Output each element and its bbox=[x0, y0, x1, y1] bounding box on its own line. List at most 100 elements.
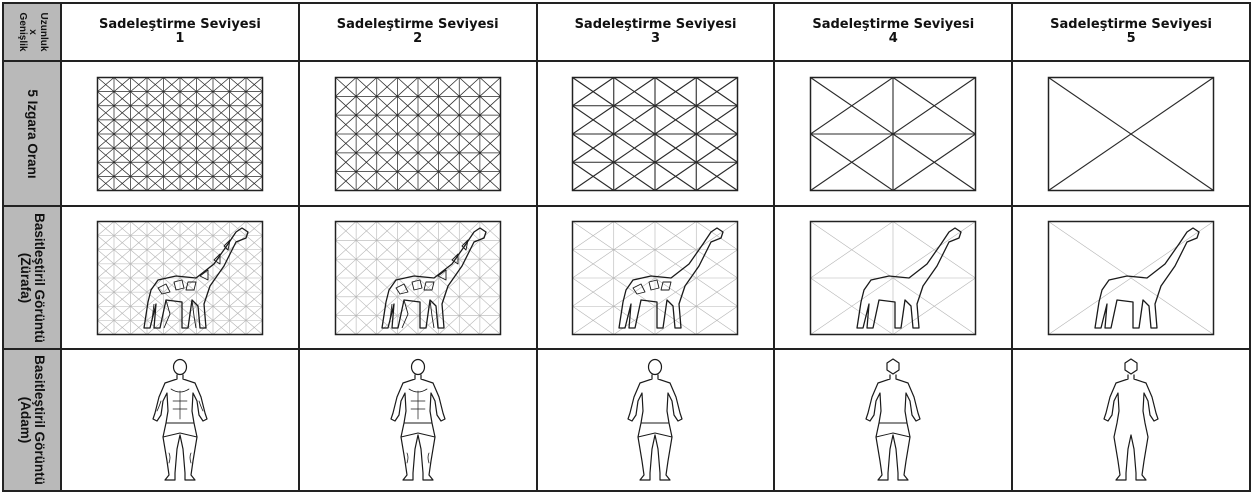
grid-diagonal-line bbox=[438, 277, 460, 297]
grid-diagonal-line bbox=[97, 263, 115, 278]
grid-frame bbox=[96, 220, 264, 335]
grid-diagonal-line bbox=[458, 152, 480, 172]
giraffe-spot bbox=[395, 283, 409, 294]
grid-diagonal-line bbox=[163, 263, 181, 278]
grid-diagonal-line bbox=[196, 133, 214, 148]
grid-diagonal-line bbox=[892, 76, 977, 134]
grid-diagonal-line bbox=[163, 305, 181, 321]
giraffe-row: Basitleştiril Görüntü(Zürafa) bbox=[2, 205, 1251, 350]
grid-diagonal-line bbox=[479, 114, 501, 134]
corner-label: Uzunluk x Genişlik bbox=[16, 12, 49, 52]
grid-diagonal-line bbox=[438, 170, 460, 191]
grid-diagonal-line bbox=[179, 249, 197, 264]
man-shorts bbox=[162, 432, 198, 438]
grid-diagonal-line bbox=[97, 147, 115, 163]
grid-diagonal-line bbox=[417, 114, 439, 134]
grid-diagonal-line bbox=[334, 296, 357, 316]
grid-diagonal-line bbox=[655, 133, 698, 163]
grid-diagonal-line bbox=[614, 249, 656, 278]
grid-diagonal-line bbox=[97, 90, 115, 106]
grid-diagonal-line bbox=[613, 76, 656, 106]
grid-diagonal-line bbox=[438, 95, 460, 115]
man-abs bbox=[172, 390, 188, 420]
grid-diagonal-line bbox=[696, 104, 739, 134]
grid-frame bbox=[1047, 220, 1215, 335]
man-figure-3 bbox=[627, 358, 684, 481]
grid-diagonal-line bbox=[229, 319, 247, 335]
grid-lines bbox=[334, 76, 501, 191]
grid-diagonal-line bbox=[179, 76, 197, 92]
grid-diagonal-line bbox=[113, 119, 131, 134]
man-body bbox=[865, 374, 921, 481]
grid-diagonal-line bbox=[572, 161, 615, 191]
level-number: 1 bbox=[175, 31, 185, 46]
man-figure bbox=[1103, 358, 1159, 481]
grid-diagonal-line bbox=[179, 119, 197, 134]
grid-diagonal-line bbox=[179, 90, 197, 106]
grid-diagonal-line bbox=[97, 220, 115, 236]
grid-diagonal-line bbox=[396, 76, 418, 97]
grid-diagonal-line bbox=[417, 152, 439, 172]
grid-diagonal-line bbox=[458, 95, 480, 115]
grid-diagonal-line bbox=[196, 220, 214, 236]
grid-diagonal-line bbox=[146, 220, 164, 236]
row-label-cell-grid: 5 Izgara Oranı bbox=[2, 60, 62, 207]
grid-diagonal-line bbox=[572, 76, 615, 106]
grid-diagonal-line bbox=[229, 277, 247, 292]
corner-label-line: Uzunluk bbox=[37, 12, 49, 52]
grid-diagonal-line bbox=[179, 263, 197, 278]
grid-diagonal-line bbox=[334, 76, 357, 97]
grid-diagonal-line bbox=[334, 114, 357, 134]
giraffe-image-4 bbox=[810, 220, 977, 335]
grid-diagonal-line bbox=[655, 249, 697, 278]
grid-diagonal-line bbox=[245, 161, 263, 177]
man-row: Basitleştiril Görüntü(Adam) bbox=[2, 348, 1251, 492]
giraffe-spot bbox=[163, 299, 171, 328]
grid-diagonal-line bbox=[810, 220, 894, 278]
grid-diagonal-line bbox=[396, 170, 418, 191]
grid-frame bbox=[334, 220, 501, 335]
grid-diagonal-line bbox=[417, 133, 439, 153]
man-figure bbox=[390, 358, 446, 481]
grid-diagonal-line bbox=[163, 319, 181, 335]
man-shorts bbox=[400, 432, 436, 438]
grid-lines bbox=[97, 76, 263, 191]
grid-diagonal-line bbox=[130, 90, 148, 106]
grid-diagonal-line bbox=[1048, 220, 1214, 335]
grid-diagonal-line bbox=[334, 314, 357, 335]
grid-diagonal-line bbox=[479, 95, 501, 115]
grid-diagonal-line bbox=[212, 90, 230, 106]
grid-image-4 bbox=[810, 76, 977, 191]
corner-cell: Uzunluk x Genişlik bbox=[2, 2, 62, 62]
grid-diagonal-line bbox=[376, 258, 398, 278]
grid-lines bbox=[1048, 220, 1214, 335]
grid-diagonal-line bbox=[355, 277, 377, 297]
man-body bbox=[390, 374, 446, 481]
grid-diagonal-line bbox=[146, 133, 164, 148]
grid-diagonal-line bbox=[572, 277, 615, 306]
grid-diagonal-line bbox=[97, 249, 115, 264]
grid-diagonal-line bbox=[196, 147, 214, 163]
grid-diagonal-line bbox=[229, 305, 247, 321]
giraffe-spot bbox=[185, 281, 197, 290]
giraffe-image-5 bbox=[1047, 220, 1215, 335]
grid-diagonal-line bbox=[163, 220, 181, 236]
grid-diagonal-line bbox=[163, 104, 181, 120]
grid-diagonal-line bbox=[572, 305, 615, 335]
giraffe-spot bbox=[633, 283, 646, 294]
man-figure-5 bbox=[1103, 358, 1159, 481]
grid-diagonal-line bbox=[376, 114, 398, 134]
grid-diagonal-line bbox=[479, 296, 501, 316]
man-head bbox=[648, 358, 663, 376]
grid-diagonal-line bbox=[614, 220, 656, 250]
grid-diagonal-line bbox=[458, 296, 480, 316]
grid-diagonal-line bbox=[130, 104, 148, 120]
giraffe-figure bbox=[856, 226, 962, 329]
grid-diagonal-line bbox=[396, 220, 418, 241]
grid-diagonal-line bbox=[97, 119, 115, 134]
level-number: 2 bbox=[413, 31, 423, 46]
grid-diagonal-line bbox=[438, 76, 460, 97]
